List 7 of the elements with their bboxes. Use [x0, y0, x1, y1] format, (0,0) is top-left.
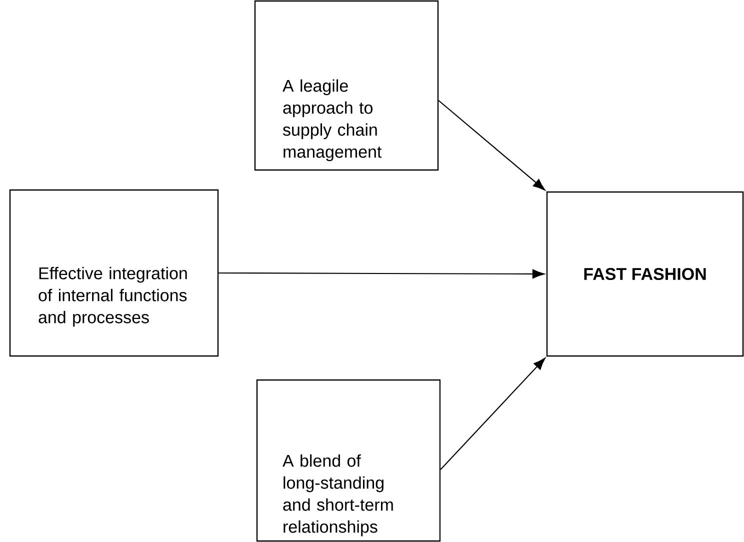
- process-box: FAST FASHION: [546, 191, 744, 357]
- arrow: [440, 358, 546, 470]
- arrow: [438, 100, 546, 190]
- process-box: A leagile approach to supply chain management: [254, 0, 439, 171]
- process-box: Effective integration of internal functions and processes: [9, 189, 219, 357]
- process-box: A blend of long-standing and short-term relationships: [256, 379, 441, 542]
- arrow: [218, 269, 545, 279]
